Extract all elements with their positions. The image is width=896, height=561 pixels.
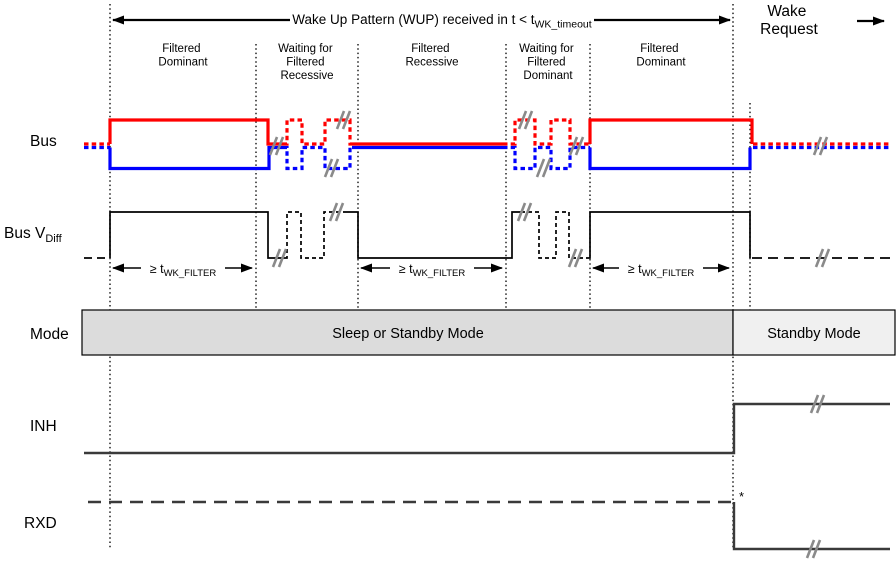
twk-filter-label-3: ≥ tWK_FILTER <box>628 262 695 279</box>
twk-filter-backdrop-2 <box>390 260 474 276</box>
bus-low-dominant-1 <box>108 145 283 171</box>
sleep-standby-mode-text: Sleep or Standby Mode <box>332 326 484 342</box>
mode-label: Mode <box>30 326 69 343</box>
standby-mode-text: Standby Mode <box>767 326 861 342</box>
bus-high-waiting-2-dashed <box>503 118 590 146</box>
vdiff-recessive <box>346 211 521 259</box>
rxd-row: RXD * <box>24 489 890 551</box>
signal-break-icon <box>535 157 552 179</box>
rxd-label: RXD <box>24 515 57 532</box>
vdiff-pulse-1 <box>109 211 285 259</box>
twk-filter-backdrop-1 <box>141 260 225 276</box>
bus-label: Bus <box>30 133 57 150</box>
time-guides <box>109 4 751 548</box>
region-label-waiting-recessive: Waiting for Filtered Recessive <box>278 43 336 82</box>
bus-low-dominant-2 <box>588 147 752 171</box>
vdiff-label: Bus VDiff <box>4 225 63 245</box>
vdiff-waiting-2-dashed <box>521 211 587 259</box>
region-label-waiting-dominant: Waiting for Filtered Dominant <box>519 43 577 82</box>
bus-low-trace <box>84 145 890 171</box>
vdiff-pulse-2 <box>587 211 751 259</box>
region-label-filtered-dominant-2: Filtered Dominant <box>636 43 686 69</box>
vdiff-trace <box>84 211 890 259</box>
bus-high-trace <box>84 118 890 146</box>
bus-high-waiting-1-dashed <box>283 118 352 146</box>
mode-row: Mode Sleep or Standby Mode Standby Mode <box>30 309 896 356</box>
rxd-fall-trace <box>732 502 890 551</box>
inh-trace <box>84 402 890 455</box>
inh-row: INH <box>30 402 890 455</box>
wake-request-label: Wake Request <box>760 3 818 38</box>
twk-filter-label-2: ≥ tWK_FILTER <box>399 262 466 279</box>
standby-mode-box <box>732 309 896 356</box>
vdiff-row: Bus VDiff ≥ tWK_FILTER ≥ tWK_FILTER ≥ tW… <box>4 211 890 279</box>
twk-filter-label-1: ≥ tWK_FILTER <box>150 262 217 279</box>
twk-filter-backdrop-3 <box>619 260 703 276</box>
title-backdrop <box>290 10 594 29</box>
rxd-asterisk-note: * <box>739 489 744 504</box>
region-label-filtered-dominant-1: Filtered Dominant <box>158 43 208 69</box>
bus-high-dominant-2 <box>588 118 754 144</box>
wup-title: Wake Up Pattern (WUP) received in t < tW… <box>292 12 591 31</box>
bus-high-dominant-1 <box>108 118 283 146</box>
region-label-filtered-recessive: Filtered Recessive <box>405 43 458 69</box>
twk-filter-annotations: ≥ tWK_FILTER ≥ tWK_FILTER ≥ tWK_FILTER <box>112 260 730 279</box>
header: Wake Up Pattern (WUP) received in t < tW… <box>112 3 885 38</box>
phase-labels: Filtered Dominant Waiting for Filtered R… <box>158 43 686 82</box>
vdiff-waiting-1-dashed <box>285 211 346 259</box>
inh-label: INH <box>30 418 57 435</box>
bus-low-waiting-1-dashed <box>283 145 352 171</box>
bus-row: Bus <box>30 118 890 171</box>
sleep-standby-mode-box <box>81 309 734 356</box>
bus-low-waiting-2-dashed <box>503 145 590 171</box>
